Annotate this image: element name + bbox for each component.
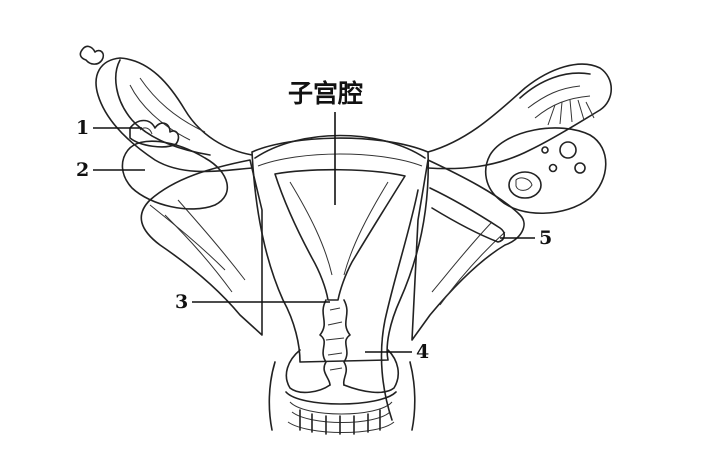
- left-fallopian-tube: [79, 45, 253, 173]
- right-fallopian-tube: [427, 63, 613, 170]
- left-broad-ligament: [140, 159, 263, 336]
- left-fimbriae: [129, 119, 180, 148]
- leader-lines: [93, 112, 535, 353]
- cervix: [285, 349, 400, 394]
- label-2: 2: [76, 159, 89, 181]
- vagina: [268, 361, 416, 435]
- uterus-body: [251, 134, 430, 363]
- right-broad-ligament: [411, 159, 525, 341]
- right-ovary: [484, 127, 607, 215]
- title-label: 子宫腔: [288, 79, 363, 108]
- cervical-canal: [319, 299, 351, 386]
- right-ovarian-ligament: [429, 187, 506, 243]
- labels: 子宫腔 1 2 3 4 5: [76, 79, 552, 363]
- label-1: 1: [76, 117, 89, 139]
- label-3: 3: [175, 291, 188, 313]
- left-ovary: [121, 140, 229, 210]
- uterine-cavity: [274, 168, 406, 301]
- label-5: 5: [539, 227, 552, 249]
- label-4: 4: [416, 341, 429, 363]
- right-uterine-vessel: [380, 189, 419, 421]
